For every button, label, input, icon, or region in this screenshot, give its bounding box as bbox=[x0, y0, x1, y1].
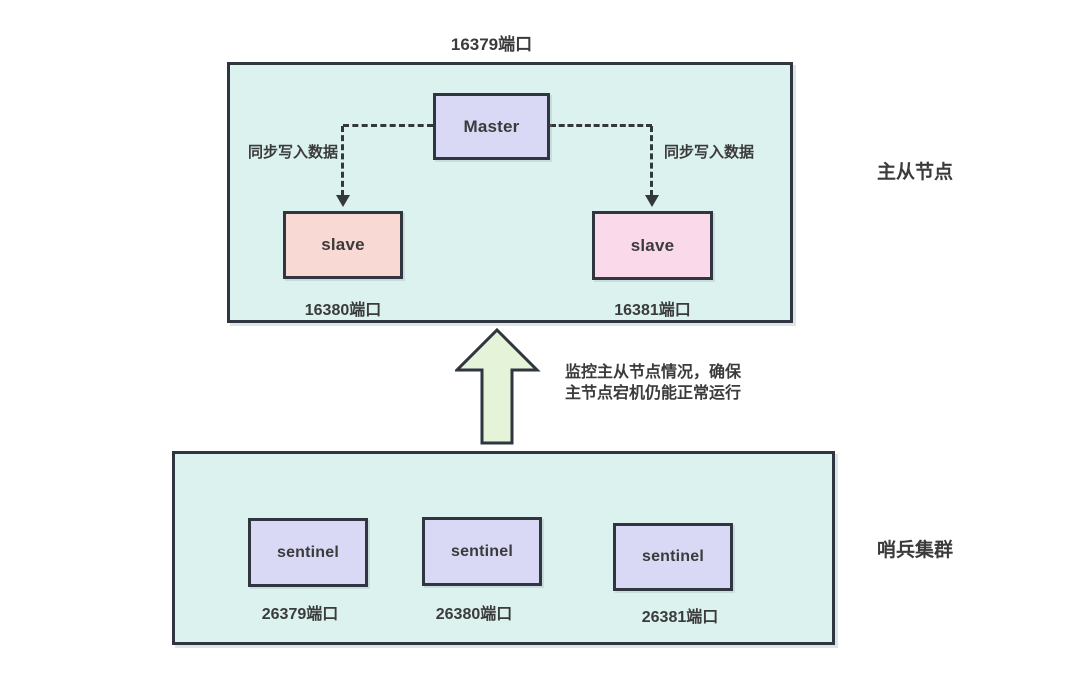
sentinel-node-2: sentinel bbox=[422, 517, 542, 586]
monitor-note-line2: 主节点宕机仍能正常运行 bbox=[565, 385, 742, 402]
arrowhead-right-icon bbox=[645, 195, 659, 207]
sentinel-node-3: sentinel bbox=[613, 523, 733, 591]
connector-left-horizontal bbox=[343, 124, 433, 127]
master-node-label: Master bbox=[463, 116, 520, 136]
monitor-note: 监控主从节点情况，确保主节点宕机仍能正常运行 bbox=[565, 362, 741, 404]
sync-write-label-right: 同步写入数据 bbox=[664, 144, 755, 161]
sentinel-node-1-label: sentinel bbox=[276, 543, 340, 561]
sentinel-node-2-label: sentinel bbox=[450, 542, 514, 560]
slave-node-1-label: slave bbox=[321, 235, 365, 254]
connector-right-vertical bbox=[650, 126, 653, 196]
connector-right-horizontal bbox=[550, 124, 652, 127]
slave-node-2-label: slave bbox=[630, 235, 675, 255]
slave-1-port-label: 16380端口 bbox=[304, 302, 382, 319]
slave-node-2: slave bbox=[592, 211, 713, 280]
sentinel-side-label: 哨兵集群 bbox=[877, 540, 954, 561]
sentinel-1-port-label: 26379端口 bbox=[261, 606, 339, 623]
sync-write-label-left: 同步写入数据 bbox=[247, 144, 338, 161]
slave-2-port-label: 16381端口 bbox=[614, 302, 691, 319]
arrowhead-left-icon bbox=[336, 195, 350, 207]
monitor-note-line1: 监控主从节点情况，确保 bbox=[565, 364, 742, 381]
master-port-label: 16379端口 bbox=[450, 35, 533, 54]
sentinel-node-1: sentinel bbox=[248, 518, 368, 587]
master-node: Master bbox=[433, 93, 550, 160]
master-slave-side-label: 主从节点 bbox=[877, 162, 954, 183]
connector-left-vertical bbox=[341, 126, 344, 196]
slave-node-1: slave bbox=[283, 211, 403, 279]
sentinel-3-port-label: 26381端口 bbox=[641, 609, 719, 626]
sentinel-2-port-label: 26380端口 bbox=[435, 606, 513, 623]
monitor-up-arrow-icon bbox=[455, 328, 541, 445]
sentinel-node-3-label: sentinel bbox=[641, 548, 705, 565]
